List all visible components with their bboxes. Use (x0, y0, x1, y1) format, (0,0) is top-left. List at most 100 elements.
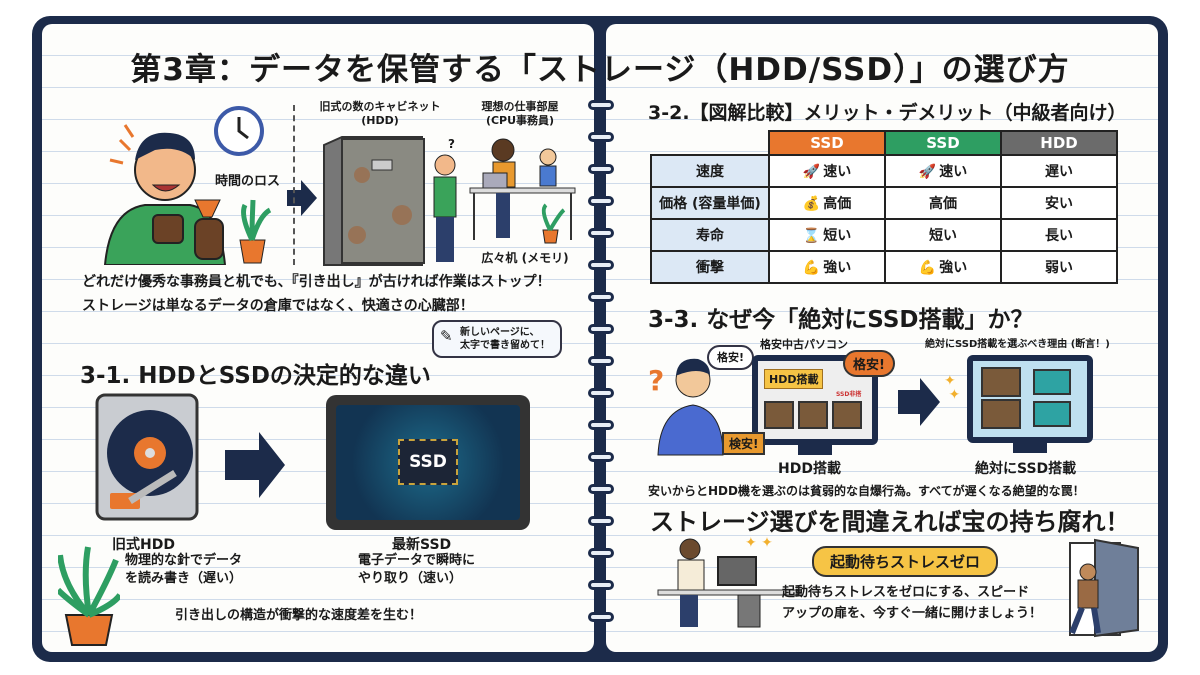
clock-icon (214, 106, 264, 156)
cheap-pc-label: 格安中古パソコン (760, 338, 848, 351)
cell-icon: 🚀 (918, 164, 937, 180)
reason-label: 絶対にSSD搭載を選ぶべき理由 (断言！) (925, 339, 1110, 350)
cell-text: 短い (929, 228, 957, 244)
ssd-pc-caption: 絶対にSSD搭載 (975, 461, 1077, 477)
cell-text: 強い (939, 260, 968, 276)
cell-icon: 🚀 (802, 164, 821, 180)
ssd-pc-monitor (967, 355, 1093, 443)
table-cell: 弱い (1000, 250, 1118, 284)
time-loss-label: 時間のロス (215, 174, 281, 189)
closing-heading: ストレージ選びを間違えれば宝の持ち腐れ！ (650, 508, 1130, 536)
hdd-pc-caption: HDD搭載 (778, 461, 841, 477)
drawer-icon (832, 401, 862, 429)
cabinet-label: 旧式の数のキャビネット(HDD) (319, 100, 441, 127)
table-cell: 短い (884, 218, 1002, 252)
table-cell: 💪強い (884, 250, 1002, 284)
intro-caption-2: ストレージは単なるデータの倉庫ではなく、快適さの心臓部！ (82, 298, 474, 314)
spiral-ring (588, 388, 614, 398)
fast-drawer-icon (1033, 369, 1071, 395)
pencil-note-icon: ✎ (440, 327, 453, 345)
table-cell: 遅い (1000, 154, 1118, 188)
spiral-ring (588, 132, 614, 142)
cell-text: 高価 (823, 196, 852, 212)
row-label: 寿命 (650, 218, 770, 252)
spiral-ring (588, 452, 614, 462)
plant-icon (58, 546, 120, 646)
row-label: 衝撃 (650, 250, 770, 284)
table-row: 価格 (容量単価)💰高価高価安い (650, 186, 1118, 220)
section-3-3-heading: 3-3. なぜ今「絶対にSSD搭載」か？ (648, 307, 1034, 333)
happy-worker-illustration: ✦ ✦ (657, 535, 799, 628)
table-row: 寿命⌛短い短い長い (650, 218, 1118, 252)
worried-man-illustration: ? (648, 358, 724, 456)
cell-icon: 💪 (802, 260, 821, 276)
hdd-tag: HDD搭載 (764, 369, 824, 389)
ssd-title: 最新SSD (392, 537, 452, 553)
table-cell: 💰高価 (768, 186, 886, 220)
hdd-description: 物理的な針でデータを読み書き（遅い） (125, 553, 243, 586)
spiral-ring (588, 516, 614, 526)
desk-label: 広々机 (メモリ) (481, 251, 569, 265)
spiral-ring (588, 356, 614, 366)
table-cell: 💪強い (768, 250, 886, 284)
zero-stress-badge: 起動待ちストレスゼロ (812, 546, 999, 577)
section-3-1-heading: 3-1. HDDとSSDの決定的な違い (80, 363, 431, 389)
hdd-title: 旧式HDD (112, 537, 175, 553)
rusty-cabinet-illustration (323, 136, 457, 266)
coffee-dripper-and-plant (194, 199, 272, 264)
table-row: 速度🚀速い🚀速い遅い (650, 154, 1118, 188)
door-illustration (1069, 538, 1139, 638)
page-title: 第3章：データを保管する「ストレージ（HDD/SSD）」の選び方 (130, 52, 1070, 88)
row-label: 価格 (容量単価) (650, 186, 770, 220)
hdd-illustration (95, 393, 199, 521)
cell-text: 長い (1045, 228, 1073, 244)
spiral-ring (588, 324, 614, 334)
cell-text: 遅い (1045, 164, 1073, 180)
spiral-ring (588, 548, 614, 558)
cell-text: 短い (823, 228, 852, 244)
spiral-ring (588, 484, 614, 494)
cheap-badge: 格安! (843, 350, 895, 377)
ssd-missing-tag: SSD非搭 (836, 391, 862, 398)
ssd-description: 電子データで瞬時にやり取り（速い） (358, 553, 476, 586)
table-cell: 🚀速い (884, 154, 1002, 188)
table-cell: ⌛短い (768, 218, 886, 252)
cell-icon: ⌛ (802, 228, 821, 244)
sparkle-icon: ✦ ✦ (944, 373, 961, 403)
spiral-ring (588, 100, 614, 110)
spiral-ring (588, 612, 614, 622)
ssd-board-illustration: SSD (326, 395, 530, 530)
ideal-office-illustration (469, 138, 576, 244)
cell-text: 速い (939, 164, 968, 180)
spiral-ring (588, 420, 614, 430)
spiral-ring (588, 196, 614, 206)
spiral-ring (588, 580, 614, 590)
col-header: HDD (1000, 130, 1118, 156)
old-drawer-icon (981, 399, 1021, 429)
fast-drawer-icon (1033, 401, 1071, 427)
table-header-row: SSD SSD HDD (651, 130, 1118, 156)
cell-icon: 💪 (918, 260, 937, 276)
table-row: 衝撃💪強い💪強い弱い (650, 250, 1118, 284)
question-mark: ? (448, 137, 455, 151)
svg-text:?: ? (648, 364, 664, 397)
office-label: 理想の仕事部屋(CPU事務員) (481, 100, 559, 127)
table-cell: 長い (1000, 218, 1118, 252)
spiral-ring (588, 292, 614, 302)
section-3-3-caption: 安いからとHDD機を選ぶのは貧弱的な自爆行為。すべてが遅くなる絶望的な罠！ (648, 484, 1085, 498)
arrow-right-icon (287, 180, 317, 220)
section-3-2-heading: 3-2.【図解比較】メリット・デメリット（中級者向け） (648, 102, 1127, 124)
svg-text:✦ ✦: ✦ ✦ (745, 535, 773, 551)
col-header: SSD (884, 130, 1002, 156)
cheap-speech-bubble: 格安! (707, 345, 755, 370)
monitor-stand (1013, 443, 1047, 453)
old-drawer-icon (981, 367, 1021, 397)
table-cell: 高価 (884, 186, 1002, 220)
cell-icon: 💰 (802, 196, 821, 212)
cell-text: 高価 (929, 196, 957, 212)
arrow-right-icon (225, 432, 285, 502)
price-tag: 検安! (722, 432, 766, 455)
intro-caption-1: どれだけ優秀な事務員と机でも、『引き出し』が古ければ作業はストップ！ (82, 274, 551, 290)
row-label: 速度 (650, 154, 770, 188)
spiral-ring (588, 228, 614, 238)
